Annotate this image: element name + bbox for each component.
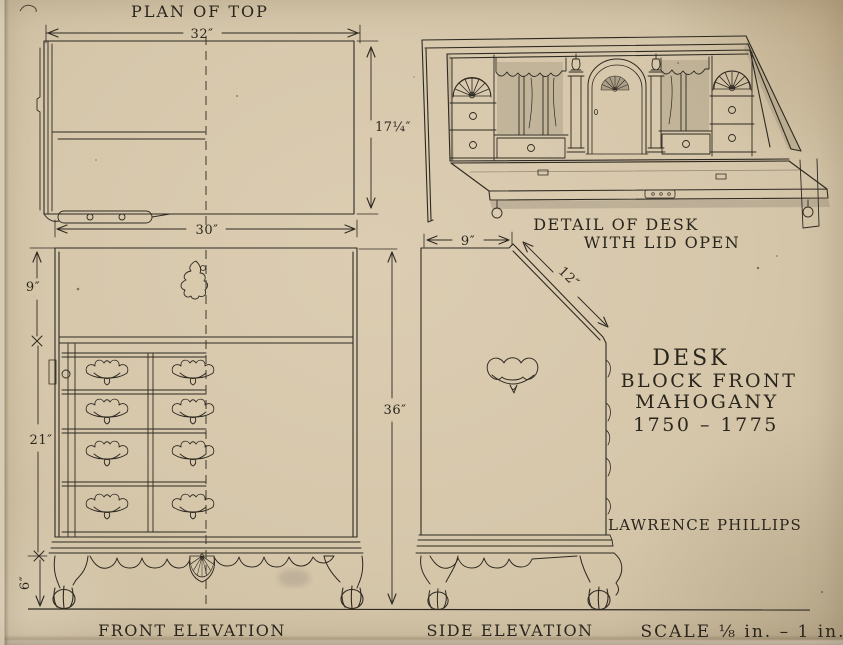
ground-line: [27, 608, 811, 611]
gray-washes: [278, 40, 830, 587]
detail-caption-line2: WITH LID OPEN: [584, 233, 740, 252]
title-object: DESK: [652, 346, 729, 371]
side-caption: SIDE ELEVATION: [426, 621, 593, 640]
side-dim-slant: 12″: [555, 264, 582, 291]
side-dim-top: 9″: [461, 234, 475, 249]
document-column: [566, 53, 586, 153]
fan-carving: [452, 76, 492, 99]
claw-foot: [340, 585, 364, 610]
valance-scallop: [495, 57, 567, 77]
scale-note: SCALE ⅛ in. – 1 in.: [640, 622, 843, 642]
fan-carving: [713, 70, 751, 92]
paper-marks: [19, 4, 824, 594]
plan-dim-depth: 17¼″: [375, 120, 411, 135]
side-elevation-view: [415, 231, 623, 611]
prospect-door: [585, 58, 649, 155]
loper-knob: [61, 369, 71, 379]
pendant-pull: [802, 206, 814, 218]
lock-plate: [644, 189, 676, 199]
lettering: PLAN OF TOP 32″ 17¼″ 30″ DETAIL OF DESK …: [18, 2, 843, 642]
claw-foot: [427, 588, 449, 611]
claw-foot: [52, 585, 76, 610]
title-material: MAHOGANY: [635, 391, 778, 413]
front-caption: FRONT ELEVATION: [98, 621, 286, 640]
lid-support: [799, 158, 820, 229]
artist-name: LAWRENCE PHILLIPS: [608, 516, 802, 534]
skirt-fan-drop: [189, 553, 215, 578]
pendant-pull: [491, 207, 503, 219]
valance-scallop: [660, 56, 710, 75]
title-style: BLOCK FRONT: [621, 370, 798, 392]
drawer-pulls: [85, 359, 215, 520]
detail-caption-line1: DETAIL OF DESK: [533, 215, 699, 234]
carrying-handle: [486, 357, 539, 394]
front-dim-total: 36″: [384, 403, 407, 418]
plan-dim-case-width: 30″: [196, 223, 219, 238]
claw-foot: [587, 586, 611, 611]
drawer-edge-marks: [605, 359, 611, 515]
carved-ornament: [180, 260, 208, 300]
front-dim-upper: 9″: [26, 280, 40, 295]
plan-dim-top-width: 32″: [191, 27, 214, 42]
front-dim-drawers: 21″: [30, 433, 53, 448]
detail-lid-open-view: [421, 35, 829, 229]
title-period: 1750 – 1775: [633, 414, 779, 436]
front-dim-legs: 6″: [18, 576, 33, 590]
open-lid: [450, 160, 829, 201]
plan-caption: PLAN OF TOP: [131, 2, 269, 21]
plan-of-top-view: [36, 24, 379, 238]
front-elevation-view: [27, 247, 398, 610]
